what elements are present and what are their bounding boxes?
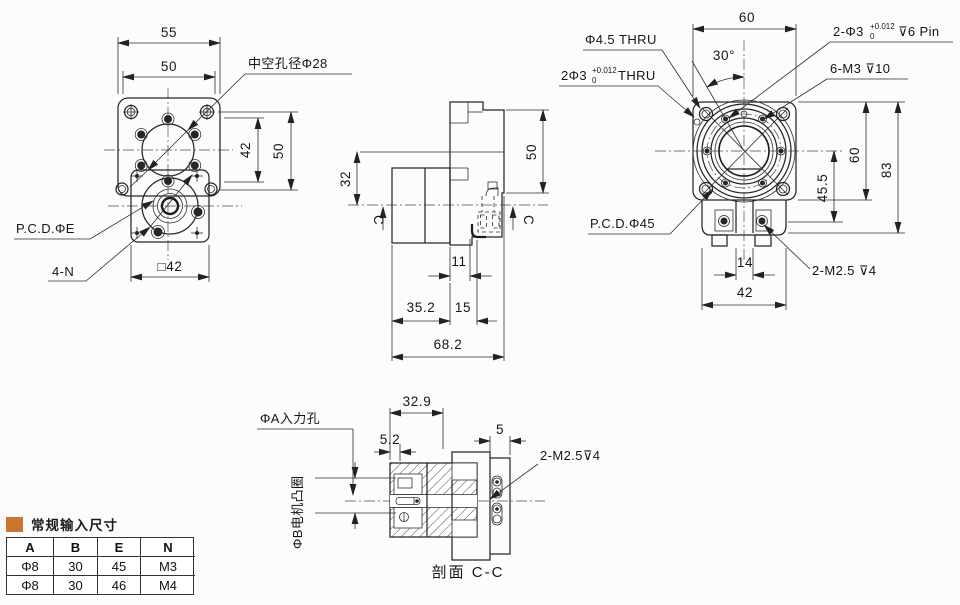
dim-50-horizontal: 50 — [161, 59, 177, 74]
col-header-a: A — [7, 538, 54, 557]
front-hollow-bore — [134, 112, 202, 188]
rear-view: 30° 60 60 83 45.5 14 — [559, 10, 953, 310]
dim-60-right: 60 — [847, 147, 862, 163]
spec-table-block: 常规输入尺寸 A B E N Φ8 30 45 M3 Φ8 30 46 M4 — [6, 514, 196, 595]
rear-rings — [692, 99, 796, 203]
label-2phi3-thru-suffix: THRU — [618, 68, 656, 83]
section-marker-c-right: C — [521, 215, 536, 225]
tolerance-sup: +0.012 — [592, 66, 617, 75]
label-4n: 4-N — [52, 264, 74, 279]
col-header-b: B — [54, 538, 98, 557]
dim-55: 55 — [161, 25, 177, 40]
dim-50-vertical: 50 — [271, 143, 286, 159]
spec-table-title: 常规输入尺寸 — [31, 518, 118, 533]
cell-row2-e: 46 — [98, 576, 141, 594]
tolerance-sub-pin: 0 — [870, 32, 875, 41]
dim-15: 15 — [455, 300, 471, 315]
dim-5-2: 5.2 — [380, 432, 401, 447]
label-hollow-bore: 中空孔径Φ28 — [248, 56, 328, 71]
col-header-n: N — [141, 538, 195, 557]
label-pcd45: P.C.D.Φ45 — [590, 216, 655, 231]
label-phi45-thru: Φ4.5 THRU — [585, 32, 657, 47]
label-2phi3-thru-base: 2Φ3 — [561, 68, 587, 83]
dim-11: 11 — [451, 254, 466, 269]
rear-bolt-circle-screws — [702, 110, 786, 188]
dim-68-2: 68.2 — [434, 337, 463, 352]
cell-row2-a: Φ8 — [7, 576, 54, 594]
angle-30: 30° — [713, 48, 735, 63]
dim-32-9: 32.9 — [403, 394, 432, 409]
accent-swatch-icon — [6, 516, 23, 532]
dim-83: 83 — [879, 162, 894, 178]
dim-50-side: 50 — [524, 144, 539, 160]
spec-table: A B E N Φ8 30 45 M3 Φ8 30 46 M4 — [6, 537, 195, 595]
spec-table-title-row: 常规输入尺寸 — [6, 514, 196, 534]
dim-42-rear: 42 — [737, 285, 753, 300]
label-2m25-rear: 2-M2.5 ⊽4 — [812, 263, 876, 278]
front-view: 55 50 42 50 □42 中空孔径Φ28 P.C.D.ΦE 4-N — [14, 25, 352, 282]
side-view: 32 50 11 35.2 15 68.2 C C — [338, 101, 549, 361]
tolerance-sup-pin: +0.012 — [870, 22, 895, 31]
dim-square-42: □42 — [158, 259, 183, 274]
label-pin-base: 2-Φ3 — [833, 24, 864, 39]
label-pin-suffix: ⊽6 Pin — [898, 24, 940, 39]
cell-row1-a: Φ8 — [7, 557, 54, 576]
dim-32: 32 — [338, 171, 353, 187]
label-motor-boss: ΦB电机凸圈 — [290, 476, 305, 549]
label-6m3: 6-M3 ⊽10 — [830, 61, 890, 76]
rear-terminal-block — [701, 200, 787, 247]
cell-row2-b: 30 — [54, 576, 98, 594]
label-input-hole: ΦA入力孔 — [260, 411, 320, 426]
cell-row2-n: M4 — [158, 577, 178, 593]
front-corner-screws — [115, 104, 218, 196]
section-marker-c-left: C — [371, 215, 386, 225]
cell-row1-n: M3 — [141, 557, 195, 576]
section-flange-screws — [491, 475, 503, 526]
cell-row1-e: 45 — [98, 557, 141, 576]
section-caption: 剖面 C-C — [432, 564, 505, 581]
tolerance-sub: 0 — [592, 76, 597, 85]
dim-60-top: 60 — [739, 10, 755, 25]
section-view: 32.9 ΦA入力孔 5.2 5 ΦB电机凸圈 2-M2.5⊽4 剖面 C-C — [257, 394, 600, 581]
dim-45-5: 45.5 — [815, 174, 830, 203]
dim-14: 14 — [737, 255, 753, 270]
cell-row1-b: 30 — [54, 557, 98, 576]
col-header-e: E — [98, 538, 141, 557]
dim-42-vertical: 42 — [238, 142, 253, 158]
label-2m25-section: 2-M2.5⊽4 — [540, 448, 600, 463]
dim-35-2: 35.2 — [407, 300, 436, 315]
label-pcd-e: P.C.D.ΦE — [16, 221, 75, 236]
dim-5: 5 — [496, 422, 504, 437]
